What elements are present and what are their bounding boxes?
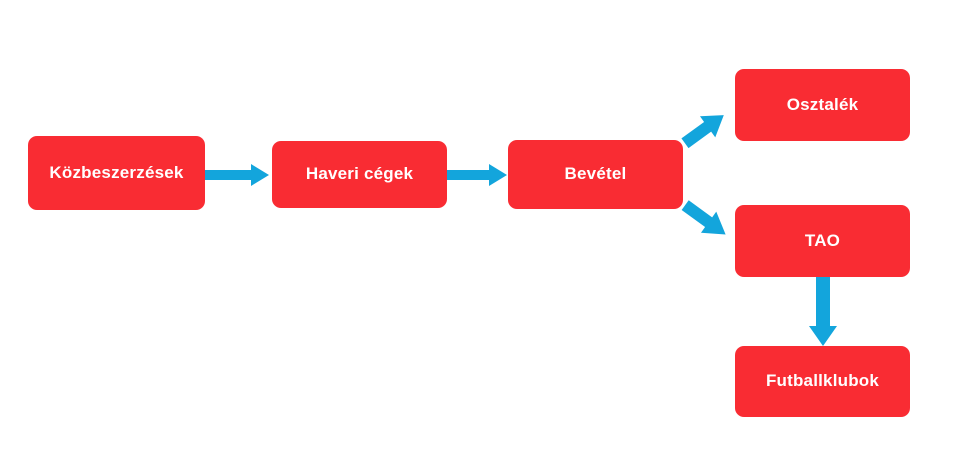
node-label-osztalek: Osztalék [786,94,859,114]
node-label-haveri-cegek: Haveri cégek [305,164,414,184]
node-label-bevetel: Bevétel [564,164,627,184]
arrow-bevetel-to-tao [678,196,736,246]
arrow-tao-to-futballklubok [806,276,840,348]
arrow-haveri-cegek-to-bevetel [447,163,513,187]
node-kozbeszerzesek[interactable]: Közbeszerzések [28,136,205,210]
node-label-kozbeszerzesek: Közbeszerzések [49,162,184,182]
arrow-bevetel-to-osztalek [678,104,734,152]
node-label-tao: TAO [804,230,841,250]
node-tao[interactable]: TAO [735,205,910,277]
node-label-futballklubok: Futballklubok [765,371,880,391]
node-haveri-cegek[interactable]: Haveri cégek [272,141,447,208]
node-bevetel[interactable]: Bevétel [508,140,683,209]
node-futballklubok[interactable]: Futballklubok [735,346,910,417]
arrow-kozbeszerzesek-to-haveri-cegek [205,163,275,187]
node-osztalek[interactable]: Osztalék [735,69,910,141]
